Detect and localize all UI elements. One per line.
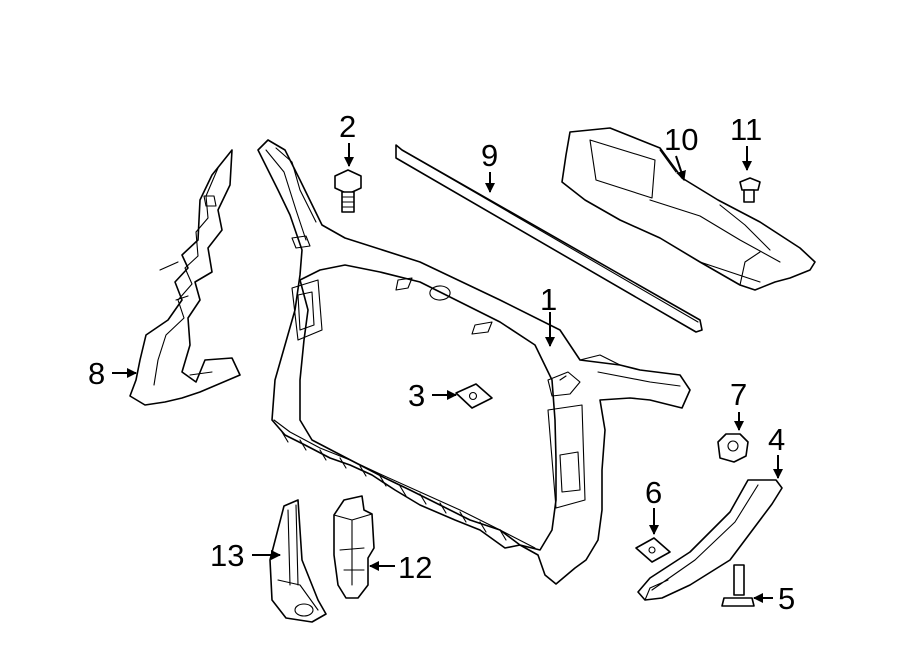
part-7-flange-nut bbox=[717, 433, 749, 463]
leader-lines bbox=[112, 143, 783, 603]
callout-4: 4 bbox=[768, 422, 785, 457]
callout-12: 12 bbox=[398, 550, 432, 585]
part-3-clip-nut bbox=[455, 383, 493, 409]
part-13-bracket bbox=[269, 499, 327, 623]
part-1-radiator-support bbox=[257, 139, 691, 585]
part-5-stud bbox=[721, 564, 755, 607]
callout-5: 5 bbox=[778, 581, 795, 616]
callout-13: 13 bbox=[210, 538, 244, 573]
callout-9: 9 bbox=[481, 138, 498, 173]
callout-10: 10 bbox=[664, 122, 698, 157]
part-4-brace bbox=[637, 479, 783, 601]
callout-3: 3 bbox=[408, 378, 425, 413]
callout-11: 11 bbox=[730, 112, 762, 147]
callout-6: 6 bbox=[645, 475, 662, 510]
part-12-latch-sensor bbox=[333, 495, 375, 599]
callout-8: 8 bbox=[88, 356, 105, 391]
callout-1: 1 bbox=[540, 282, 557, 317]
part-8-side-deflector bbox=[129, 149, 241, 406]
part-2-bolt bbox=[334, 169, 362, 213]
part-6-clip bbox=[635, 537, 671, 563]
part-11-push-pin bbox=[739, 177, 761, 203]
callout-labels: 1 2 3 4 5 6 7 8 9 10 11 12 13 bbox=[88, 109, 795, 616]
callout-2: 2 bbox=[339, 109, 356, 144]
callout-7: 7 bbox=[730, 377, 747, 412]
part-9-seal-strip bbox=[395, 144, 703, 333]
part-10-upper-air-deflector bbox=[561, 127, 816, 291]
